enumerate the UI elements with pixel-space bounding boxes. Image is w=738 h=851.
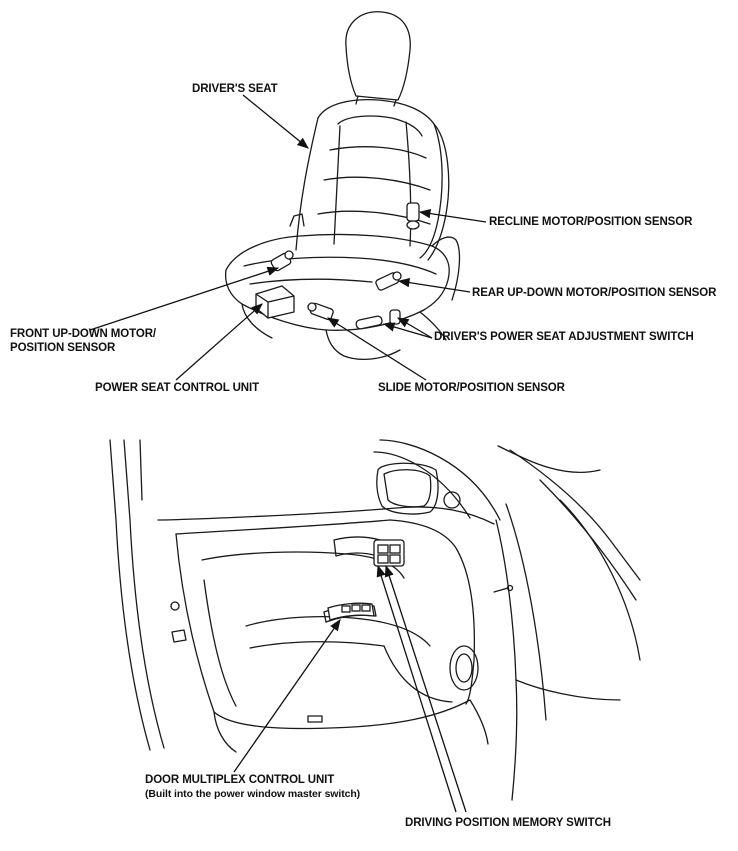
adjustment-switch-label: DRIVER'S POWER SEAT ADJUSTMENT SWITCH xyxy=(434,331,694,343)
front-updown-motor-icon xyxy=(270,250,294,272)
front-updown-motor-label-line2: POSITION SENSOR xyxy=(10,342,116,354)
door-multiplex-note: (Built into the power window master swit… xyxy=(145,788,361,800)
door-multiplex-control-unit-icon xyxy=(327,602,375,621)
power-seat-control-unit-icon xyxy=(255,285,295,319)
seat-leader-lines xyxy=(89,94,487,381)
slide-motor-label: SLIDE MOTOR/POSITION SENSOR xyxy=(378,382,565,394)
front-updown-motor-label-line1: FRONT UP-DOWN MOTOR/ xyxy=(10,328,156,340)
door-leader-lines xyxy=(233,564,467,813)
recline-motor-icon xyxy=(406,202,420,230)
rear-updown-motor-label: REAR UP-DOWN MOTOR/POSITION SENSOR xyxy=(472,287,717,299)
slide-motor-icon xyxy=(307,302,334,321)
memory-switch-label: DRIVING POSITION MEMORY SWITCH xyxy=(405,817,611,829)
door-multiplex-label: DOOR MULTIPLEX CONTROL UNIT xyxy=(145,774,335,786)
drivers-seat-label: DRIVER'S SEAT xyxy=(192,83,278,95)
recline-motor-label: RECLINE MOTOR/POSITION SENSOR xyxy=(489,216,693,228)
rear-updown-motor-icon xyxy=(375,271,402,291)
driving-position-memory-switch-icon xyxy=(373,539,405,567)
power-seat-control-unit-label: POWER SEAT CONTROL UNIT xyxy=(95,382,260,394)
door-drawing xyxy=(109,439,641,801)
